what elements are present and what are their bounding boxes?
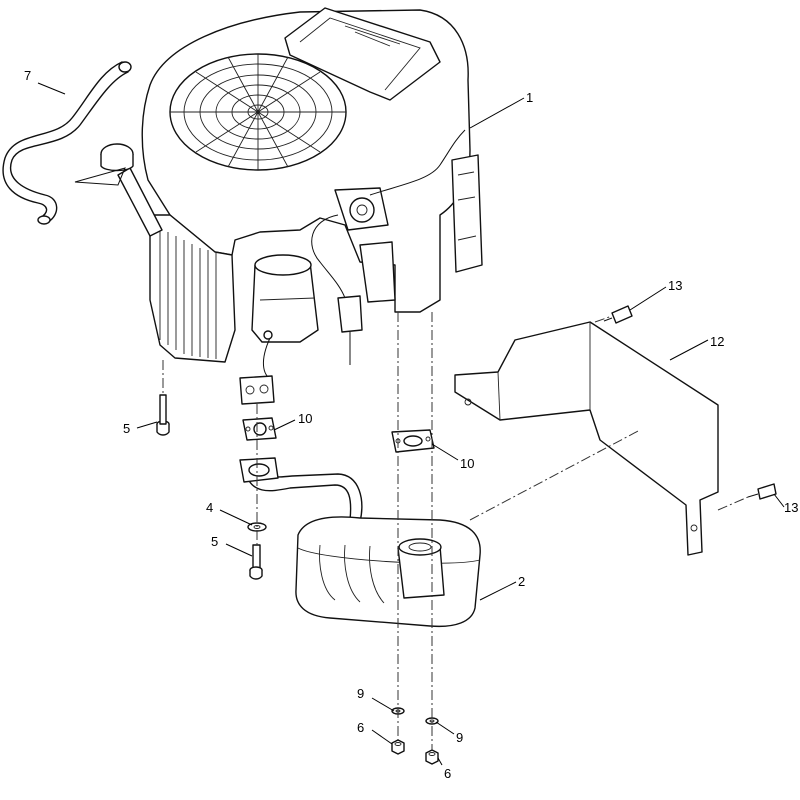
exhaust-gasket-left: [242, 417, 277, 441]
callout-10-right: 10: [460, 456, 474, 471]
fuel-pump: [334, 187, 389, 231]
assembly-centerlines: [162, 312, 749, 750]
breather-hose: [2, 61, 132, 225]
top-cover: [284, 7, 441, 101]
callout-2: 2: [518, 574, 525, 589]
callout-1: 1: [526, 90, 533, 105]
callout-5-lower: 5: [211, 534, 218, 549]
leader-lines: [37, 82, 785, 766]
callout-6-left: 6: [357, 720, 364, 735]
fuel-filter: [337, 295, 363, 365]
dipstick: [100, 143, 163, 237]
bolt-5-lower: [249, 544, 263, 580]
callout-12: 12: [710, 334, 724, 349]
callout-6-right: 6: [444, 766, 451, 781]
nut-6-left: [391, 739, 405, 755]
callout-4: 4: [206, 500, 213, 515]
starter-motor: [251, 254, 319, 343]
exhaust-gasket-right: [391, 429, 435, 453]
heat-shield: [454, 321, 719, 556]
fan-screen: [169, 53, 347, 171]
nut-6-right: [425, 749, 439, 765]
bolt-13-lower: [747, 483, 777, 500]
callout-10-left: 10: [298, 411, 312, 426]
muffler-assembly: [239, 457, 481, 628]
callout-13-lower: 13: [784, 500, 798, 515]
callout-7: 7: [24, 68, 31, 83]
callout-9-right: 9: [456, 730, 463, 745]
callout-labels: 1 2 4 5 5 6 6 7 9 9 10 10 12 13 13: [24, 68, 798, 781]
exhaust-port-block: [239, 375, 275, 405]
engine-assembly: [100, 7, 483, 405]
bolt-13-upper: [603, 305, 633, 324]
connector-bracket: [359, 241, 396, 303]
hose-clamp: [74, 167, 126, 186]
callout-9-left: 9: [357, 686, 364, 701]
callout-5-upper: 5: [123, 421, 130, 436]
callout-13-upper: 13: [668, 278, 682, 293]
ignition-module: [451, 154, 483, 273]
bolt-5-upper: [156, 394, 170, 436]
cooling-fins: [149, 214, 236, 363]
